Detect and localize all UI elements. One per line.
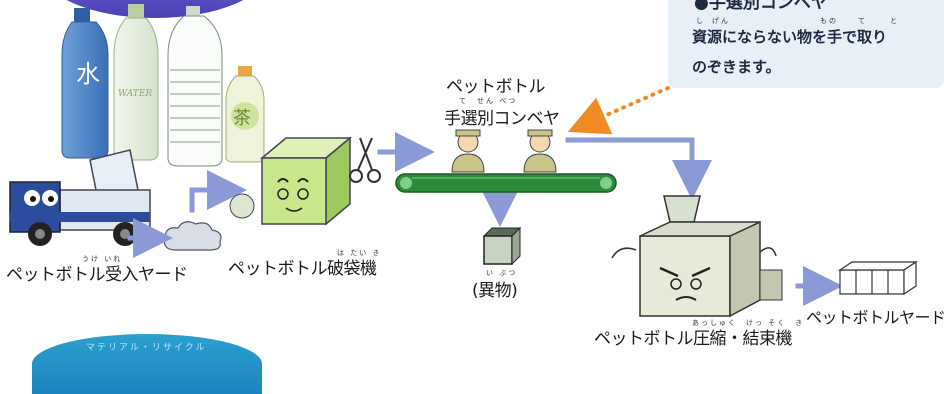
callout-body: 資源にならない物を手で取り のぞきます。 [692,22,887,82]
compressor-baler-icon [611,195,783,318]
callout-ruby-shi: し [696,17,705,25]
bag-breaker-ruby: は たい き [337,249,382,257]
sorting-conveyor-icon [395,173,617,193]
tea-kanji: 茶 [233,108,251,129]
receiving-yard-label: ペットボトル受入ヤード [6,265,188,285]
scissors-icon [349,137,381,183]
foreign-matter-ruby: い ぶつ [486,269,518,277]
foreign-matter-bin-icon [482,226,522,266]
callout-ruby-gen: げん [712,17,730,25]
bag-breaker-label: ペットボトル破袋機 [228,259,377,279]
conveyor-label-line-2: 手選別コンベヤ [444,109,560,129]
water-bottle-icon: 水 [61,8,109,159]
callout-line-1: 資源にならない物を手で取り [692,28,888,46]
flow-arrow-4 [565,137,712,200]
conveyor-ruby: て せん べつ [459,97,518,105]
water-bottle-clear-icon: WATER [113,4,159,161]
callout-title: ●手選別コンベヤ [694,0,828,13]
bottle-bales-icon [838,260,918,296]
water-kanji: 水 [76,60,100,88]
bag-cloud-icon [163,221,222,251]
conveyor-label-line-1: ペットボトル [446,77,546,97]
callout-ruby-te: て [858,17,867,25]
callout-ruby-mono: もの [820,17,838,25]
worker-2-icon [523,129,557,173]
foreign-matter-label: (異物) [472,281,518,301]
large-bottle-icon [167,6,223,167]
bottom-band-label: マテリアル・リサイクル [86,343,207,353]
receiving-yard-ruby: うけ いれ [82,255,123,263]
callout-line-2: のぞきます。 [692,58,781,76]
tea-bottle-icon: 茶 [225,66,265,163]
bag-breaker-icon [229,136,353,226]
compressor-label: ペットボトル圧縮・結束機 [594,329,793,349]
callout-ruby-to: と [890,17,899,25]
water-text: WATER [118,89,152,99]
garbage-truck-icon [9,149,151,246]
conveyor-callout: し げん もの て と ●手選別コンベヤ 資源にならない物を手で取り のぞきます… [668,0,944,88]
flow-arrow-2 [189,170,247,213]
bottle-yard-label: ペットボトルヤード [806,308,944,327]
compressor-ruby: あっしゅく けっ そく き [692,319,805,327]
recycling-flow-diagram: 水 WATER 茶 [9,4,918,318]
worker-1-icon [451,129,485,173]
callout-pointer-arrow [567,86,670,135]
